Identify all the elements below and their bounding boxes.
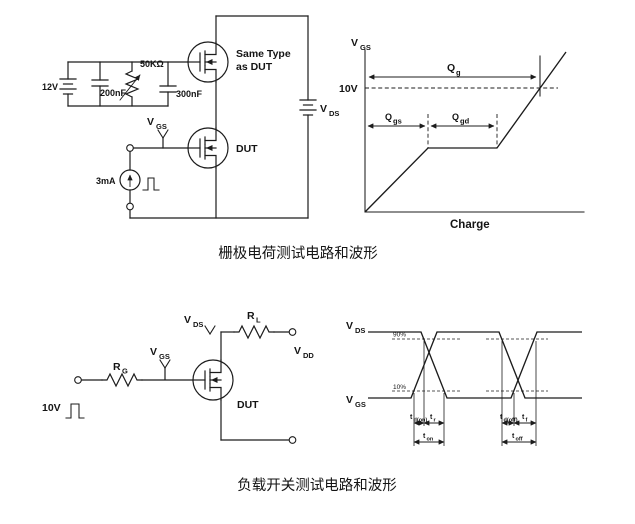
label-toff-base: t	[512, 433, 515, 440]
label-tf-sub: f	[526, 418, 528, 424]
label-wf-vds-sub: DS	[355, 326, 365, 335]
label-ton-sub: on	[427, 437, 434, 443]
label-vgs2-sub: GS	[159, 352, 170, 361]
capacitor-200nf	[91, 79, 109, 87]
label-90pct: 90%	[393, 332, 406, 339]
label-3ma: 3mA	[96, 176, 116, 186]
label-vds-sub: DS	[329, 109, 339, 118]
label-qgd-base: Q	[452, 112, 459, 122]
ground-terminal	[126, 202, 134, 211]
vds-trace	[368, 331, 582, 399]
mosfet-dut-icon	[187, 127, 229, 169]
gate-terminal	[126, 144, 134, 152]
label-qgs-base: Q	[385, 112, 392, 122]
label-10v-input: 10V	[42, 402, 61, 414]
gate-charge-wires	[67, 15, 309, 219]
vgs-charge-curve	[364, 51, 567, 213]
label-300nf: 300nF	[176, 89, 203, 99]
vds-arrow-icon-2	[204, 325, 216, 335]
vdd-terminal	[288, 328, 297, 336]
label-wf-vds-base: V	[346, 320, 353, 332]
capacitor-300nf	[159, 85, 177, 93]
pulse-symbol-2	[65, 403, 85, 419]
gate-charge-circuit: 12V 50KΩ 200nF 300nF Same Type as DUT V …	[42, 15, 339, 219]
label-wf-vgs-base: V	[351, 37, 358, 49]
ground-terminal-2	[288, 436, 297, 444]
label-vgs-base: V	[147, 116, 154, 128]
load-switch-caption: 负载开关测试电路和波形	[237, 477, 397, 494]
battery-vds	[299, 99, 317, 116]
mosfet-same-type-icon	[187, 41, 229, 83]
label-tr-sub: r	[434, 418, 437, 424]
label-ton-base: t	[423, 433, 426, 440]
label-rg-base: R	[113, 361, 121, 373]
label-dut2: DUT	[237, 399, 259, 411]
label-vds2-sub: DS	[193, 320, 203, 329]
gate-charge-caption: 栅极电荷测试电路和波形	[218, 245, 378, 262]
input-terminal	[74, 376, 82, 384]
label-tdon-base: t	[410, 414, 413, 421]
label-same-type-2: as DUT	[236, 61, 273, 73]
label-vds-base: V	[320, 103, 327, 115]
resistor-rl	[233, 324, 275, 340]
label-same-type-1: Same Type	[236, 48, 291, 60]
battery-12v	[59, 78, 77, 95]
label-tr-base: t	[430, 414, 433, 421]
label-vdd-sub: DD	[303, 351, 314, 360]
label-wf-vgs-base: V	[346, 394, 353, 406]
mosfet-dut2-icon	[192, 359, 234, 401]
current-source-3ma	[119, 169, 141, 191]
label-wf-vgs-sub: GS	[360, 43, 371, 52]
label-50k: 50KΩ	[140, 59, 164, 69]
label-tdoff-sub: d(off)	[504, 418, 518, 424]
vgs-trace	[368, 331, 582, 399]
load-switch-circuit: 10V R G V GS V DS R L V DD DUT	[42, 310, 314, 444]
label-wf-vgs-sub: GS	[355, 400, 366, 409]
label-vgs-sub: GS	[156, 122, 167, 131]
label-12v: 12V	[42, 82, 58, 92]
resistor-rg	[101, 372, 143, 388]
label-tdoff-base: t	[500, 414, 503, 421]
label-rl-base: R	[247, 310, 255, 322]
label-dut: DUT	[236, 143, 258, 155]
load-switch-wires	[80, 331, 290, 441]
label-qg-base: Q	[447, 62, 455, 74]
vgs-arrow-icon-2	[159, 359, 171, 369]
label-charge-axis: Charge	[450, 219, 490, 231]
vgs-arrow-icon	[157, 129, 169, 139]
pulse-symbol	[142, 177, 160, 191]
label-rl-sub: L	[256, 316, 261, 325]
label-200nf: 200nF	[100, 88, 127, 98]
label-vdd-base: V	[294, 345, 301, 357]
label-10v: 10V	[339, 83, 358, 95]
label-toff-sub: off	[516, 437, 523, 443]
gate-charge-waveform: V GS 10V Q g Q gs Q gd Charge	[339, 37, 585, 231]
label-vds2-base: V	[184, 314, 191, 326]
label-10pct: 10%	[393, 384, 406, 391]
label-vgs2-base: V	[150, 346, 157, 358]
axes	[364, 49, 585, 213]
label-qg-sub: g	[456, 68, 461, 77]
potentiometer-50k	[119, 70, 141, 101]
load-switch-waveform: V DS V GS 90% 10% t d(on) t r t d(off) t…	[346, 320, 582, 446]
label-qgd-sub: gd	[460, 117, 470, 126]
label-tdon-sub: d(on)	[414, 418, 428, 424]
label-tf-base: t	[522, 414, 525, 421]
timing-guides	[413, 341, 537, 446]
label-rg-sub: G	[122, 367, 128, 376]
label-qgs-sub: gs	[393, 117, 402, 126]
